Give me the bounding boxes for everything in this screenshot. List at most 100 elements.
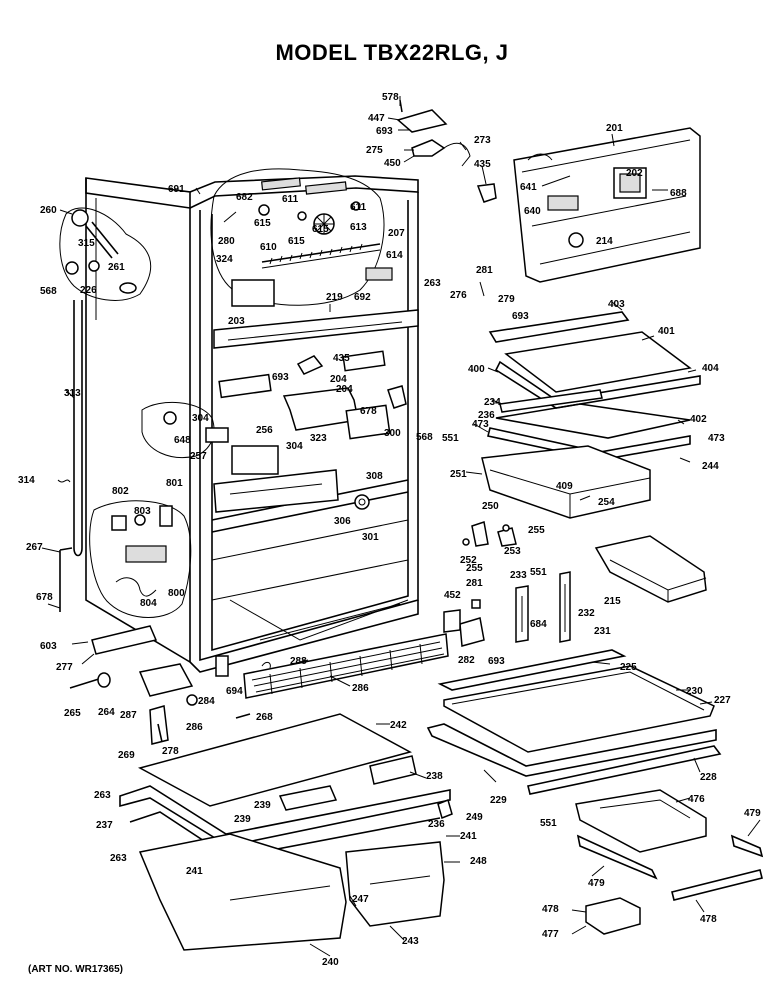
part-callout-693: 693 xyxy=(512,311,529,322)
part-callout-692: 692 xyxy=(354,292,371,303)
part-callout-402: 402 xyxy=(690,414,707,425)
part-callout-253: 253 xyxy=(504,546,521,557)
part-callout-282: 282 xyxy=(458,655,475,666)
part-callout-227: 227 xyxy=(714,695,731,706)
part-callout-551: 551 xyxy=(442,433,459,444)
part-callout-237: 237 xyxy=(96,820,113,831)
part-callout-304: 304 xyxy=(286,441,303,452)
cabinet-interior-parts xyxy=(141,309,419,513)
part-callout-226: 226 xyxy=(80,285,97,296)
part-callout-242: 242 xyxy=(390,720,407,731)
part-callout-231: 231 xyxy=(594,626,611,637)
part-callout-551: 551 xyxy=(540,818,557,829)
part-callout-238: 238 xyxy=(426,771,443,782)
part-callout-603: 603 xyxy=(40,641,57,652)
part-callout-204: 204 xyxy=(330,374,347,385)
part-callout-479: 479 xyxy=(744,808,761,819)
part-callout-447: 447 xyxy=(368,113,385,124)
part-callout-478: 478 xyxy=(542,904,559,915)
part-callout-265: 265 xyxy=(64,708,81,719)
part-callout-476: 476 xyxy=(688,794,705,805)
part-callout-255: 255 xyxy=(466,563,483,574)
part-callout-243: 243 xyxy=(402,936,419,947)
part-callout-273: 273 xyxy=(474,135,491,146)
part-callout-233: 233 xyxy=(510,570,527,581)
part-callout-236: 236 xyxy=(478,410,495,421)
freezer-fan-cluster xyxy=(210,168,393,307)
part-callout-241: 241 xyxy=(460,831,477,842)
part-callout-260: 260 xyxy=(40,205,57,216)
part-callout-473: 473 xyxy=(472,419,489,430)
part-callout-239: 239 xyxy=(234,814,251,825)
part-callout-578: 578 xyxy=(382,92,399,103)
control-panel xyxy=(513,127,701,283)
part-callout-694: 694 xyxy=(226,686,243,697)
part-callout-268: 268 xyxy=(256,712,273,723)
part-callout-281: 281 xyxy=(476,265,493,276)
part-callout-286: 286 xyxy=(352,683,369,694)
crisper-area xyxy=(119,713,453,951)
part-callout-275: 275 xyxy=(366,145,383,156)
part-callout-249: 249 xyxy=(466,812,483,823)
part-callout-315: 315 xyxy=(78,238,95,249)
part-callout-611: 611 xyxy=(282,194,299,205)
meat-pan-assembly xyxy=(575,789,764,935)
part-callout-404: 404 xyxy=(702,363,719,374)
part-callout-614: 614 xyxy=(386,250,403,261)
part-callout-478: 478 xyxy=(700,914,717,925)
part-callout-281: 281 xyxy=(466,578,483,589)
part-callout-684: 684 xyxy=(530,619,547,630)
part-callout-280: 280 xyxy=(218,236,235,247)
part-callout-232: 232 xyxy=(578,608,595,619)
part-callout-278: 278 xyxy=(162,746,179,757)
part-callout-314: 314 xyxy=(18,475,35,486)
part-callout-435: 435 xyxy=(333,353,350,364)
part-callout-267: 267 xyxy=(26,542,43,553)
art-number: (ART NO. WR17365) xyxy=(28,964,124,975)
top-bracket-parts xyxy=(396,99,497,203)
part-callout-450: 450 xyxy=(384,158,401,169)
part-callout-269: 269 xyxy=(118,750,135,761)
part-callout-234: 234 xyxy=(484,397,501,408)
leveling-parts xyxy=(69,625,251,745)
part-callout-244: 244 xyxy=(702,461,719,472)
part-callout-409: 409 xyxy=(556,481,573,492)
part-callout-248: 248 xyxy=(470,856,487,867)
part-callout-257: 257 xyxy=(190,451,207,462)
part-callout-236: 236 xyxy=(428,819,445,830)
part-callout-203: 203 xyxy=(228,316,245,327)
part-callout-568: 568 xyxy=(416,432,433,443)
part-callout-615: 615 xyxy=(288,236,305,247)
part-callout-648: 648 xyxy=(174,435,191,446)
part-callout-641: 641 xyxy=(520,182,537,193)
part-callout-301: 301 xyxy=(362,532,379,543)
part-callout-403: 403 xyxy=(608,299,625,310)
part-callout-207: 207 xyxy=(388,228,405,239)
part-callout-239: 239 xyxy=(254,800,271,811)
part-callout-277: 277 xyxy=(56,662,73,673)
part-callout-313: 313 xyxy=(64,388,81,399)
part-callout-256: 256 xyxy=(256,425,273,436)
part-callout-204: 204 xyxy=(336,384,353,395)
part-callout-255: 255 xyxy=(528,525,545,536)
part-callout-264: 264 xyxy=(98,707,115,718)
part-callout-693: 693 xyxy=(376,126,393,137)
part-callout-801: 801 xyxy=(166,478,183,489)
part-callout-263: 263 xyxy=(110,853,127,864)
shelf-support-parts xyxy=(443,521,707,647)
part-callout-252: 252 xyxy=(460,555,477,566)
part-callout-251: 251 xyxy=(450,469,467,480)
part-callout-228: 228 xyxy=(700,772,717,783)
part-callout-452: 452 xyxy=(444,590,461,601)
part-callout-263: 263 xyxy=(94,790,111,801)
part-callout-800: 800 xyxy=(168,588,185,599)
part-callout-201: 201 xyxy=(606,123,623,134)
part-callout-263: 263 xyxy=(424,278,441,289)
part-callout-284: 284 xyxy=(198,696,215,707)
part-callout-324: 324 xyxy=(216,254,233,265)
diagram-title: MODEL TBX22RLG, J xyxy=(275,40,509,65)
drain-assembly xyxy=(57,207,152,557)
part-callout-682: 682 xyxy=(236,192,253,203)
part-callout-214: 214 xyxy=(596,236,613,247)
